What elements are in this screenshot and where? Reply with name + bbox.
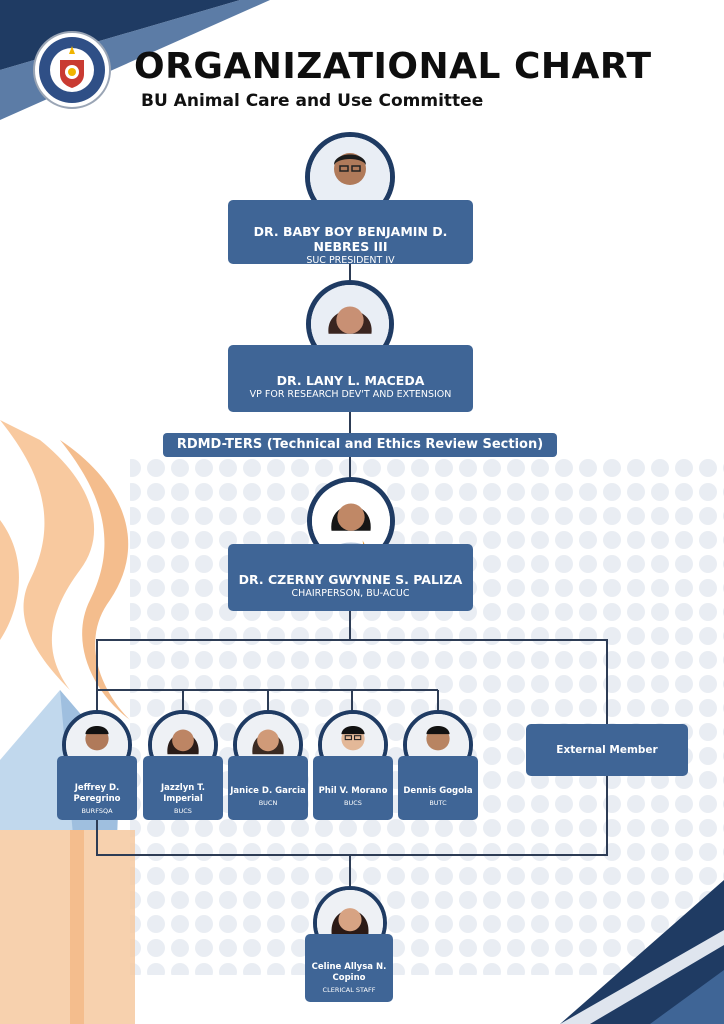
member-name: Jeffrey D. Peregrino xyxy=(73,783,121,804)
member-name: Phil V. Morano xyxy=(318,786,388,796)
rdmd-ters-section: RDMD-TERS (Technical and Ethics Review S… xyxy=(163,433,557,457)
member-box-1: Jeffrey D. Peregrino BURFSQA xyxy=(57,756,137,820)
chair-role: CHAIRPERSON, BU-ACUC xyxy=(291,588,410,599)
president-box: DR. BABY BOY BENJAMIN D. NEBRES III SUC … xyxy=(228,200,473,266)
member-unit: BUCS xyxy=(174,807,192,815)
page-subtitle: BU Animal Care and Use Committee xyxy=(141,91,484,111)
page-title: ORGANIZATIONAL CHART xyxy=(134,46,652,87)
vp-box: DR. LANY L. MACEDA VP FOR RESEARCH DEV'T… xyxy=(228,345,473,412)
bottom-corner-dark xyxy=(560,880,724,1024)
clerical-name: Celine Allysa N. Copino xyxy=(311,962,387,983)
member-unit: BUTC xyxy=(429,799,447,807)
member-name: Janice D. Garcia xyxy=(230,786,306,796)
member-box-4: Phil V. Morano BUCS xyxy=(313,756,393,820)
president-role: SUC PRESIDENT IV xyxy=(306,255,395,266)
external-member-box: External Member xyxy=(526,724,688,776)
president-name: DR. BABY BOY BENJAMIN D. NEBRES III xyxy=(253,224,448,254)
chair-name: DR. CZERNY GWYNNE S. PALIZA xyxy=(238,572,463,587)
vp-name: DR. LANY L. MACEDA xyxy=(276,373,425,388)
member-box-2: Jazzlyn T. Imperial BUCS xyxy=(143,756,223,820)
vp-role: VP FOR RESEARCH DEV'T AND EXTENSION xyxy=(249,389,452,400)
member-name: Dennis Gogola xyxy=(403,786,473,796)
member-unit: BURFSQA xyxy=(81,807,113,815)
clerical-role: CLERICAL STAFF xyxy=(322,986,376,994)
university-logo xyxy=(32,30,112,110)
chair-box: DR. CZERNY GWYNNE S. PALIZA CHAIRPERSON,… xyxy=(228,544,473,611)
connector-bottom-bus xyxy=(96,776,608,856)
bottom-corner-stripe xyxy=(560,930,724,1024)
member-box-5: Dennis Gogola BUTC xyxy=(398,756,478,820)
member-unit: BUCS xyxy=(344,799,362,807)
flame-swirl xyxy=(0,420,130,720)
member-box-3: Janice D. Garcia BUCN xyxy=(228,756,308,820)
member-unit: BUCN xyxy=(258,799,278,807)
clerical-box: Celine Allysa N. Copino CLERICAL STAFF xyxy=(305,934,393,1002)
bottom-corner-light xyxy=(650,970,724,1024)
connector-top-bus xyxy=(96,639,608,725)
member-name: Jazzlyn T. Imperial xyxy=(161,783,205,804)
